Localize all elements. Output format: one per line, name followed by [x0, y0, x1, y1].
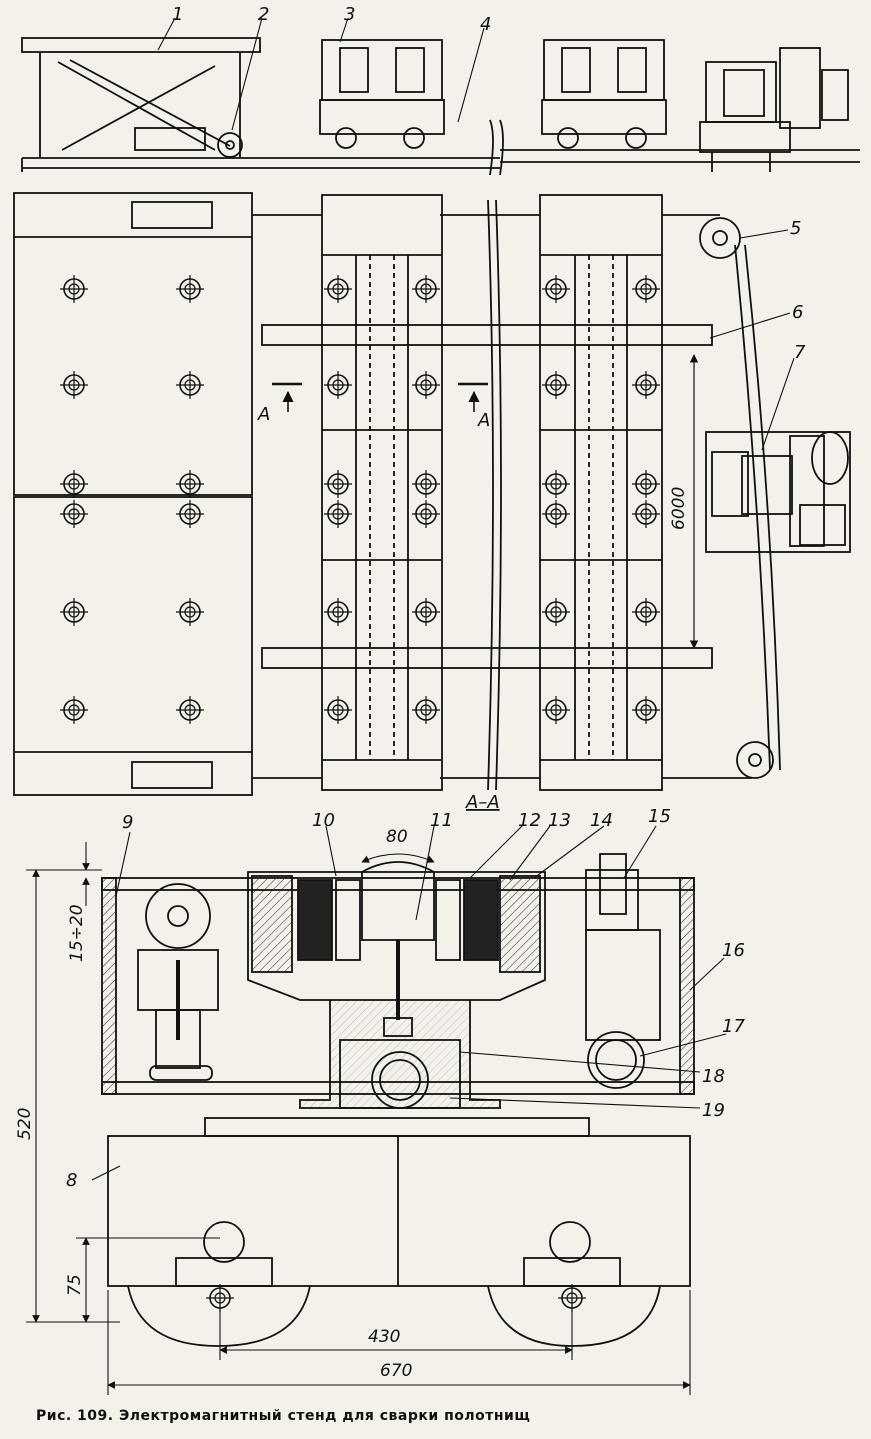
cart-elevation-2 [541, 39, 667, 149]
dim-80: 80 [386, 827, 408, 847]
winch-plan [705, 431, 851, 553]
right-cylinder [585, 853, 661, 1089]
section-mark-left: A [257, 404, 270, 425]
label-9: 9 [122, 812, 133, 833]
label-16: 16 [722, 940, 745, 961]
left-cylinder [137, 883, 219, 1081]
lifting-table [21, 37, 261, 158]
label-1: 1 [172, 4, 183, 25]
right-wheel [487, 1285, 661, 1347]
dim-75: 75 [65, 1274, 85, 1296]
label-8: 8 [66, 1170, 77, 1191]
label-17: 17 [722, 1016, 745, 1037]
label-12: 12 [518, 810, 541, 831]
label-18: 18 [702, 1066, 725, 1087]
label-7: 7 [794, 342, 806, 363]
cart-plan-1 [321, 194, 443, 791]
electromagnet-block [247, 861, 546, 1037]
table-panel-upper [13, 192, 253, 496]
label-13: 13 [548, 810, 571, 831]
dim-6000: 6000 [669, 487, 689, 530]
label-10: 10 [312, 810, 335, 831]
winch-elevation [699, 47, 849, 172]
label-11: 11 [430, 810, 453, 831]
center-pipe [371, 1051, 429, 1109]
table-panel-lower [13, 496, 253, 796]
section-view [101, 853, 695, 1347]
label-14: 14 [590, 810, 613, 831]
label-6: 6 [792, 302, 803, 323]
figure-caption: Рис. 109. Электромагнитный стенд для сва… [36, 1408, 531, 1424]
undercarriage-frame [107, 1135, 691, 1287]
label-2: 2 [258, 4, 269, 25]
label-3: 3 [344, 4, 355, 25]
left-wheel [127, 1285, 311, 1347]
dim-520: 520 [15, 1108, 35, 1140]
dim-670: 670 [380, 1361, 412, 1381]
label-19: 19 [702, 1100, 725, 1121]
dim-430: 430 [368, 1327, 400, 1347]
lower-pulley [736, 741, 774, 779]
label-15: 15 [648, 806, 671, 827]
side-elevation-view [21, 37, 860, 176]
label-4: 4 [480, 14, 491, 35]
section-title: A–A [465, 792, 500, 813]
dim-15-20: 15÷20 [67, 904, 87, 962]
label-5: 5 [790, 218, 801, 239]
plan-view [13, 192, 851, 796]
cart-elevation-1 [319, 39, 445, 149]
section-mark-right: A [477, 410, 490, 431]
cart-plan-2 [539, 194, 663, 791]
upper-pulley [699, 217, 741, 259]
